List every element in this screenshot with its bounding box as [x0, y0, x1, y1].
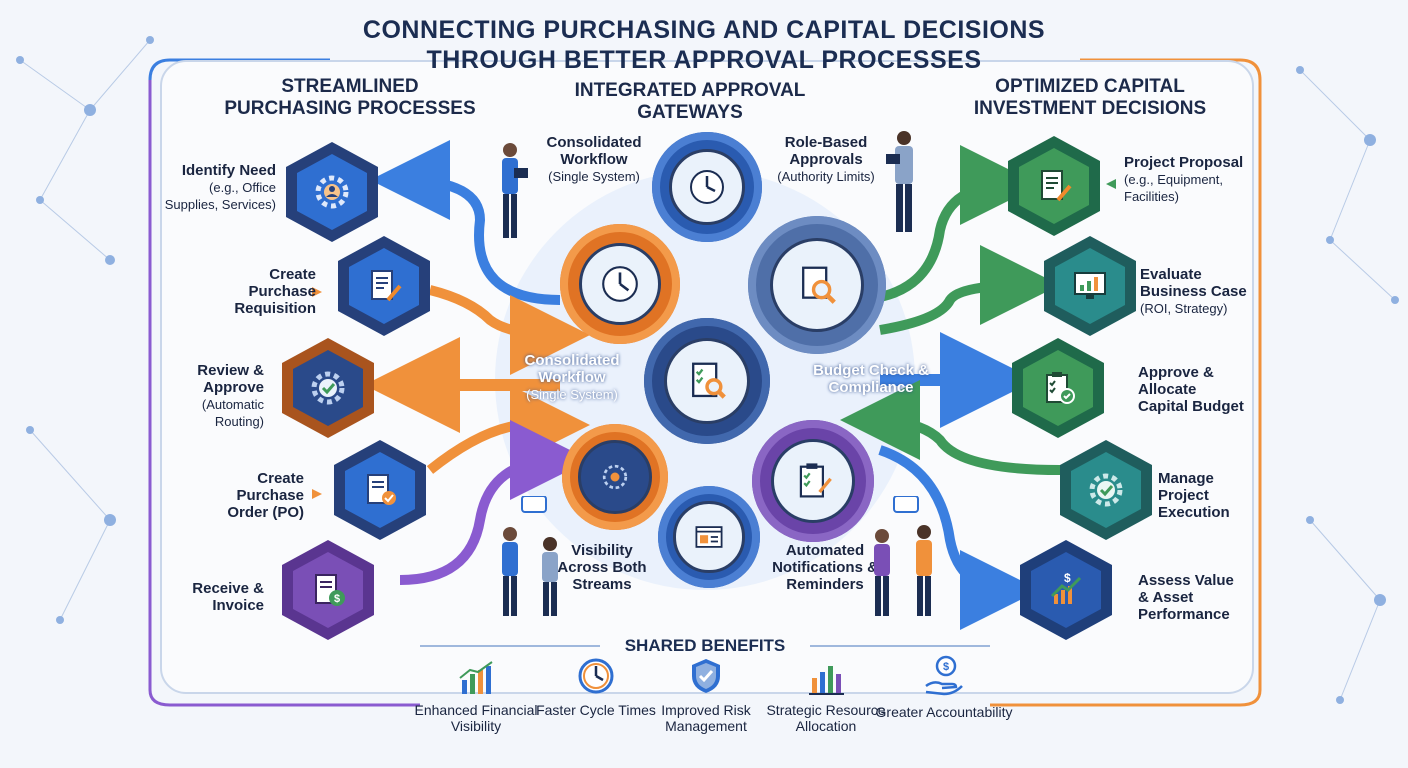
clock-icon	[689, 169, 724, 204]
person-tablet-icon	[502, 143, 528, 238]
dollar-growth-icon: $	[1050, 571, 1082, 604]
hex-assess-value: $	[1020, 540, 1112, 640]
person-gear-icon	[315, 175, 349, 209]
hex-approve-allocate	[1012, 338, 1104, 438]
page-title-line-2: THROUGH BETTER APPROVAL PROCESSES	[426, 46, 982, 74]
two-people-discussion-icon	[874, 496, 932, 616]
hex-receive-invoice: $	[282, 540, 374, 640]
hex-identify-need	[286, 142, 378, 242]
step-evaluate-business-case: Evaluate Business Case (ROI, Strategy)	[1140, 266, 1250, 317]
step-create-po-title: Create Purchase Order (PO)	[227, 470, 304, 521]
gateway-consolidated-top-sub: (Single System)	[548, 169, 640, 184]
gateway-role-based-sub: (Authority Limits)	[777, 169, 875, 184]
gateway-visibility: Visibility Across Both Streams	[557, 542, 647, 593]
benefit-financial-visibility: Enhanced Financial Visibility	[406, 660, 546, 734]
benefit-financial-visibility-label: Enhanced Financial Visibility	[414, 702, 538, 734]
shield-check-icon	[692, 659, 720, 693]
checklist-magnifier-icon	[692, 362, 726, 399]
clipboard-check-icon	[1046, 372, 1075, 404]
document-pen-icon	[371, 270, 402, 302]
step-review-approve-title: Review & Approve	[197, 362, 264, 396]
gear-magnify-doc	[748, 216, 886, 354]
clipboard-pen-icon	[799, 463, 832, 498]
document-magnifier-icon	[802, 266, 836, 304]
bar-chart-icon	[809, 666, 844, 695]
step-approve-allocate: Approve & Allocate Capital Budget	[1138, 364, 1250, 415]
benefit-risk-management: Improved Risk Management	[636, 656, 776, 734]
step-review-approve-sub: (Automatic Routing)	[201, 397, 264, 429]
shared-benefits-heading: SHARED BENEFITS	[624, 636, 786, 655]
step-manage-execution: Manage Project Execution	[1158, 470, 1248, 521]
step-create-po: Create Purchase Order (PO)	[200, 470, 304, 521]
two-people-discussion-icon	[502, 496, 558, 616]
svg-text:$: $	[1064, 571, 1071, 585]
gear-check-icon	[311, 371, 345, 405]
clock-icon	[602, 266, 638, 302]
gear-check-icon	[1089, 473, 1123, 507]
shared-benefits-divider	[420, 645, 990, 647]
step-create-requisition-title: Create Purchase Requisition	[234, 266, 316, 317]
step-identify-need-title: Identify Need	[181, 162, 276, 179]
step-assess-value-title: Assess Value & Asset Performance	[1138, 572, 1234, 623]
svg-text:$: $	[943, 661, 949, 673]
gateway-consolidated-center-sub: (Single System)	[526, 387, 618, 402]
benefit-resource-allocation-label: Strategic Resource Allocation	[766, 702, 886, 734]
column-heading-purchasing: STREAMLINED PURCHASING PROCESSES	[224, 76, 476, 119]
benefit-faster-cycle-label: Faster Cycle Times	[536, 702, 656, 718]
step-receive-invoice-title: Receive & Invoice	[192, 580, 264, 614]
gear-orange-lower	[562, 424, 668, 530]
step-approve-allocate-title: Approve & Allocate Capital Budget	[1138, 364, 1244, 415]
bar-chart-icon	[459, 661, 493, 694]
step-project-proposal: Project Proposal (e.g., Equipment, Facil…	[1124, 154, 1244, 205]
invoice-dollar-icon: $	[315, 574, 345, 606]
benefit-accountability: $ Greater Accountability	[874, 654, 1014, 720]
gear-browser	[658, 486, 760, 588]
step-receive-invoice: Receive & Invoice	[170, 580, 264, 614]
gear-clock-orange	[560, 224, 680, 344]
proposal-pen-icon	[1041, 170, 1072, 202]
gateway-consolidated-top-title: Consolidated Workflow	[546, 134, 642, 168]
gear-checklist-center	[644, 318, 770, 444]
gear-clipboard-purple	[752, 420, 874, 542]
step-review-approve: Review & Approve (Automatic Routing)	[160, 362, 264, 430]
step-identify-need: Identify Need (e.g., Office Supplies, Se…	[160, 162, 276, 213]
hand-coin-icon: $	[925, 655, 963, 696]
gateway-consolidated-top: Consolidated Workflow (Single System)	[536, 134, 652, 185]
column-heading-gateways: INTEGRATED APPROVAL GATEWAYS	[574, 80, 806, 123]
gateway-consolidated-center-title: Consolidated Workflow	[524, 352, 620, 386]
step-create-requisition: Create Purchase Requisition	[200, 266, 316, 317]
monitor-chart-icon	[1074, 272, 1106, 299]
step-evaluate-business-case-title: Evaluate Business Case	[1140, 266, 1247, 300]
step-manage-execution-title: Manage Project Execution	[1158, 470, 1230, 521]
benefit-resource-allocation: Strategic Resource Allocation	[756, 660, 896, 734]
document-check-icon	[367, 474, 396, 505]
benefit-risk-management-label: Improved Risk Management	[661, 702, 751, 734]
step-project-proposal-title: Project Proposal	[1124, 154, 1244, 171]
step-identify-need-sub: (e.g., Office Supplies, Services)	[164, 180, 276, 212]
benefit-accountability-label: Greater Accountability	[875, 704, 1013, 720]
gear-clock-top	[652, 132, 762, 242]
step-evaluate-business-case-sub: (ROI, Strategy)	[1140, 301, 1228, 316]
step-project-proposal-sub: (e.g., Equipment, Facilities)	[1124, 172, 1223, 204]
gateway-budget-check: Budget Check & Compliance	[813, 362, 929, 396]
person-tablet-icon	[886, 131, 913, 232]
globe-gear-icon	[602, 464, 628, 490]
gateway-notifications: Automated Notifications & Reminders	[772, 542, 878, 593]
column-heading-capital: OPTIMIZED CAPITAL INVESTMENT DECISIONS	[973, 76, 1207, 119]
page-title-line-1: CONNECTING PURCHASING AND CAPITAL DECISI…	[362, 16, 1046, 44]
step-assess-value: Assess Value & Asset Performance	[1138, 572, 1248, 623]
gateway-consolidated-center: Consolidated Workflow (Single System)	[512, 352, 632, 403]
gateway-role-based: Role-Based Approvals (Authority Limits)	[768, 134, 884, 185]
hex-evaluate-business-case	[1044, 236, 1136, 336]
gateway-role-based-title: Role-Based Approvals	[784, 134, 868, 168]
hex-manage-execution	[1060, 440, 1152, 540]
clock-icon	[578, 658, 614, 694]
browser-window-icon	[695, 526, 723, 548]
benefit-faster-cycle: Faster Cycle Times	[526, 656, 666, 718]
svg-text:$: $	[334, 593, 340, 605]
